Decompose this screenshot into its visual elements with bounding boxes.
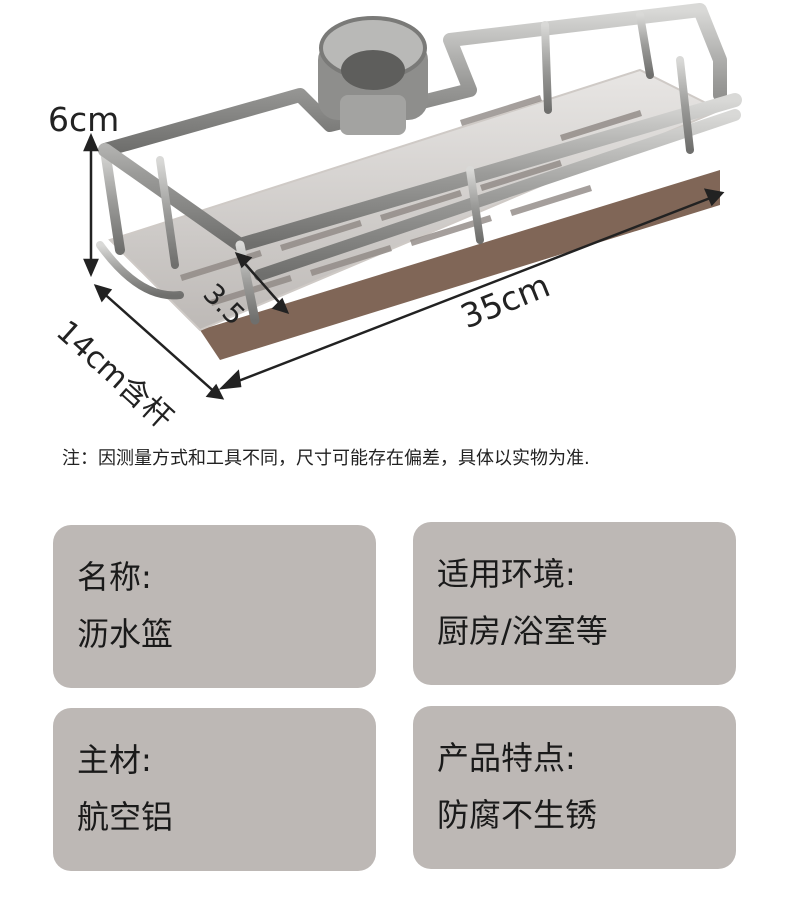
spec-label: 产品特点: <box>437 739 576 777</box>
spec-label: 名称: <box>77 558 152 596</box>
spec-card-features: 产品特点: 防腐不生锈 <box>413 706 736 869</box>
metal-frame <box>96 3 742 325</box>
spec-value: 防腐不生锈 <box>437 796 598 834</box>
spec-label: 适用环境: <box>437 555 576 593</box>
spec-value: 沥水篮 <box>77 615 174 653</box>
dimension-lines <box>83 132 725 400</box>
spec-card-environment: 适用环境: 厨房/浴室等 <box>413 522 736 685</box>
disclaimer-note: 注：因测量方式和工具不同，尺寸可能存在偏差，具体以实物为准. <box>62 448 590 469</box>
faucet-clamp <box>318 16 428 135</box>
spec-value: 航空铝 <box>77 798 174 836</box>
spec-card-name: 名称: 沥水篮 <box>53 525 376 688</box>
spec-value: 厨房/浴室等 <box>437 612 608 650</box>
spec-card-material: 主材: 航空铝 <box>53 708 376 871</box>
tray-base <box>200 170 720 360</box>
drain-slots <box>180 95 642 306</box>
spec-label: 主材: <box>77 741 152 779</box>
height-label: 6cm <box>48 100 120 139</box>
product-illustration <box>83 3 742 400</box>
